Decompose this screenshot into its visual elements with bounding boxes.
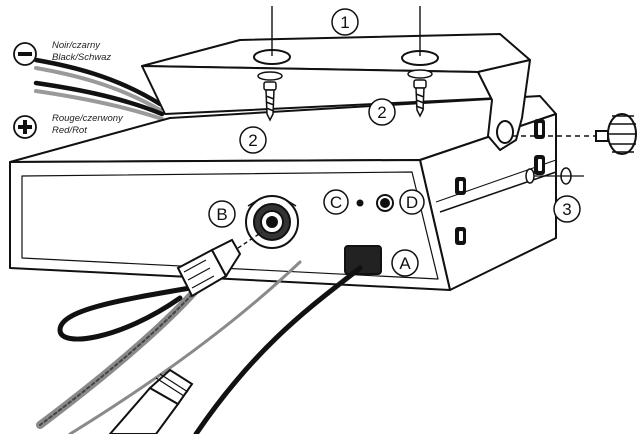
svg-text:C: C (330, 193, 342, 212)
callout-3: 3 (553, 195, 581, 223)
connector-d-jack (376, 194, 394, 212)
positive-wire-label: Rouge/czerwony Red/Rot (13, 113, 124, 139)
minus-circle-icon (13, 42, 37, 66)
callout-1: 1 (331, 8, 359, 36)
svg-text:D: D (406, 193, 418, 212)
svg-text:Noir/czarny: Noir/czarny (52, 40, 101, 51)
thumb-knob-icon (512, 113, 637, 155)
antenna-cable (36, 285, 200, 429)
antenna-connector (245, 195, 299, 249)
connector-a-socket (344, 245, 382, 275)
callout-2-right: 2 (368, 98, 396, 126)
callout-2-left: 2 (239, 126, 267, 154)
screw-right-icon (413, 79, 427, 118)
svg-text:Red/Rot: Red/Rot (52, 125, 87, 136)
radio-unit (9, 95, 557, 291)
power-wires (33, 57, 165, 121)
svg-text:2: 2 (377, 103, 386, 122)
callout-a: A (391, 249, 419, 277)
side-mount-hole (525, 168, 535, 184)
plus-circle-icon (13, 115, 37, 139)
screw-left-icon (263, 81, 277, 122)
negative-wire-label: Noir/czarny Black/Schwaz (13, 40, 111, 66)
callout-c: C (323, 189, 349, 215)
callout-b: B (208, 200, 236, 228)
svg-text:A: A (399, 254, 411, 273)
svg-text:Rouge/czerwony: Rouge/czerwony (52, 113, 124, 124)
svg-text:2: 2 (248, 131, 257, 150)
svg-text:Black/Schwaz: Black/Schwaz (52, 52, 111, 63)
mic-cable (68, 260, 363, 434)
svg-text:1: 1 (340, 13, 349, 32)
svg-text:3: 3 (562, 200, 571, 219)
callout-d: D (399, 189, 425, 215)
mic-plug (108, 368, 194, 434)
coax-plug (176, 238, 242, 298)
svg-text:B: B (216, 205, 227, 224)
connector-c-hole (356, 199, 364, 207)
